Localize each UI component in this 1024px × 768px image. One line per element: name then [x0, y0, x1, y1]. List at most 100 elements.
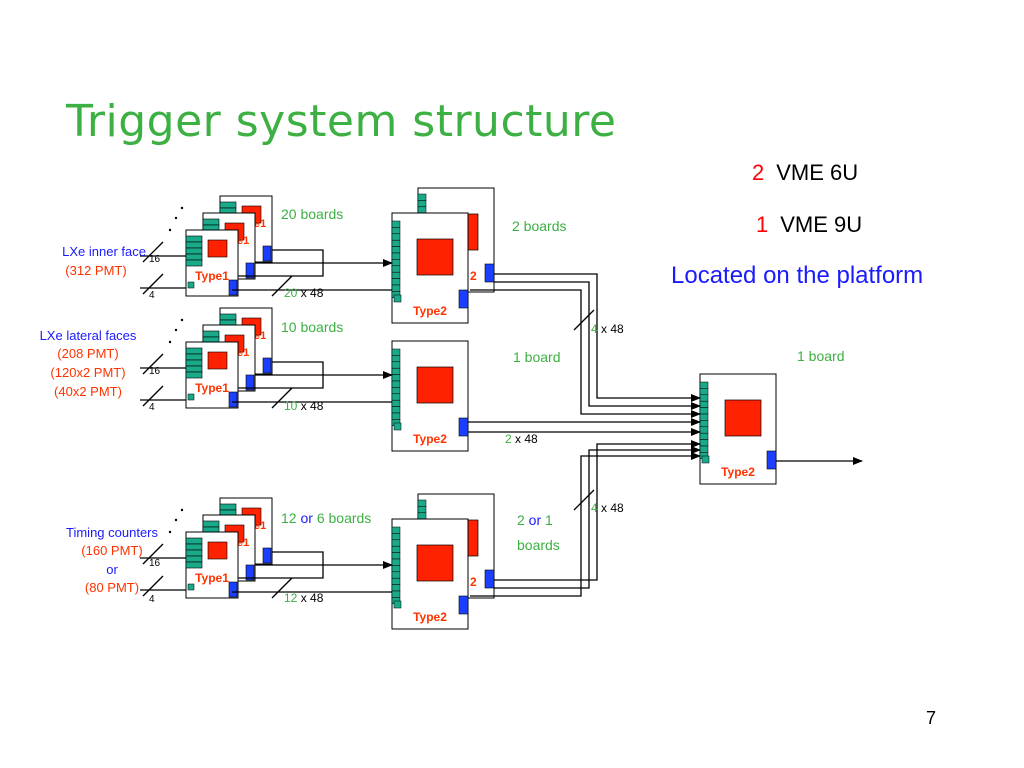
- type2-label-partial: 2: [470, 575, 477, 589]
- input-count-16: 16: [149, 254, 161, 265]
- bus-line: [272, 249, 324, 263]
- bus-slash: [271, 275, 293, 297]
- stage2-output-count: 4 x 48: [591, 501, 624, 515]
- slot: [391, 355, 401, 363]
- type2-board: Type2: [391, 518, 469, 630]
- slot: [391, 233, 401, 241]
- small-slot: [701, 455, 710, 464]
- location-note: Located on the platform: [671, 262, 924, 289]
- bus-slash: [142, 273, 164, 295]
- slot: [391, 227, 401, 235]
- slot: [417, 200, 427, 208]
- stack-dot: [180, 318, 184, 322]
- slot: [185, 241, 203, 249]
- small-slot: [187, 281, 195, 289]
- slot: [699, 400, 709, 408]
- stack-dot: [180, 206, 184, 210]
- legend-label: VME 6U: [776, 160, 859, 185]
- slot: [185, 247, 203, 255]
- chip: [416, 544, 454, 582]
- pmt-count: (208 PMT): [57, 346, 118, 361]
- stack-dot: [174, 328, 178, 332]
- slot: [699, 407, 709, 415]
- type1-output-count: 12 x 48: [284, 591, 324, 605]
- connector: [228, 391, 238, 408]
- final-board-count: 1 board: [797, 348, 844, 364]
- slot: [219, 313, 237, 321]
- legend-vme6u: 2 VME 6U: [752, 160, 858, 186]
- slot: [391, 271, 401, 279]
- slot: [185, 353, 203, 361]
- slot: [185, 543, 203, 551]
- slot: [391, 361, 401, 369]
- connector: [484, 569, 495, 589]
- connector: [228, 279, 238, 296]
- small-slot: [393, 294, 402, 303]
- chip: [416, 366, 454, 404]
- slot: [391, 380, 401, 388]
- slot: [185, 371, 203, 379]
- slot: [391, 393, 401, 401]
- bus-line: [238, 375, 324, 389]
- legend-label: VME 9U: [780, 212, 863, 237]
- pmt-count: (312 PMT): [65, 263, 126, 278]
- type1-label: Type1: [195, 571, 229, 585]
- chip: [724, 399, 762, 437]
- slot: [185, 235, 203, 243]
- slot: [391, 565, 401, 573]
- type2-board: Type2: [699, 373, 777, 485]
- small-slot: [393, 422, 402, 431]
- connector: [245, 564, 255, 581]
- legend-count: 2: [752, 160, 765, 185]
- slot: [391, 387, 401, 395]
- type2-label: Type2: [413, 432, 447, 446]
- pmt-count: (160 PMT): [81, 543, 142, 558]
- chip: [207, 351, 228, 370]
- stage2-output-count: 2 x 48: [505, 432, 538, 446]
- type2-board-count-line2: boards: [517, 537, 560, 553]
- slot: [417, 512, 427, 520]
- or-word: or: [106, 562, 118, 577]
- bus-slash: [573, 489, 595, 511]
- slot: [391, 533, 401, 541]
- connector: [262, 547, 272, 564]
- stack-dot: [180, 508, 184, 512]
- stack-dot: [168, 340, 172, 344]
- connector: [766, 450, 777, 470]
- input-count-16: 16: [149, 366, 161, 377]
- bus-slash: [142, 543, 164, 565]
- slot: [699, 445, 709, 453]
- slot: [185, 253, 203, 261]
- slot: [391, 526, 401, 534]
- chip: [207, 239, 228, 258]
- slot: [699, 432, 709, 440]
- stack-dot: [168, 228, 172, 232]
- bus-line: [238, 263, 324, 277]
- slot: [391, 406, 401, 414]
- bus-slash: [142, 575, 164, 597]
- slot: [391, 590, 401, 598]
- pmt-count: (80 PMT): [85, 580, 139, 595]
- slot: [185, 259, 203, 267]
- input-count-4: 4: [149, 594, 155, 605]
- slot: [391, 259, 401, 267]
- slot: [391, 252, 401, 260]
- type1-output-count: 10 x 48: [284, 399, 324, 413]
- slot: [219, 201, 237, 209]
- detector-name: LXe lateral faces: [40, 328, 137, 343]
- slot: [391, 246, 401, 254]
- slot: [391, 399, 401, 407]
- type1-label-partial: e1: [254, 218, 266, 230]
- stage2-output-line: [470, 289, 701, 418]
- type1-label: Type1: [195, 381, 229, 395]
- slot: [202, 520, 220, 528]
- connector: [262, 357, 272, 374]
- slot: [699, 439, 709, 447]
- slot: [391, 412, 401, 420]
- slot: [417, 499, 427, 507]
- connector: [458, 417, 469, 437]
- slot: [699, 388, 709, 396]
